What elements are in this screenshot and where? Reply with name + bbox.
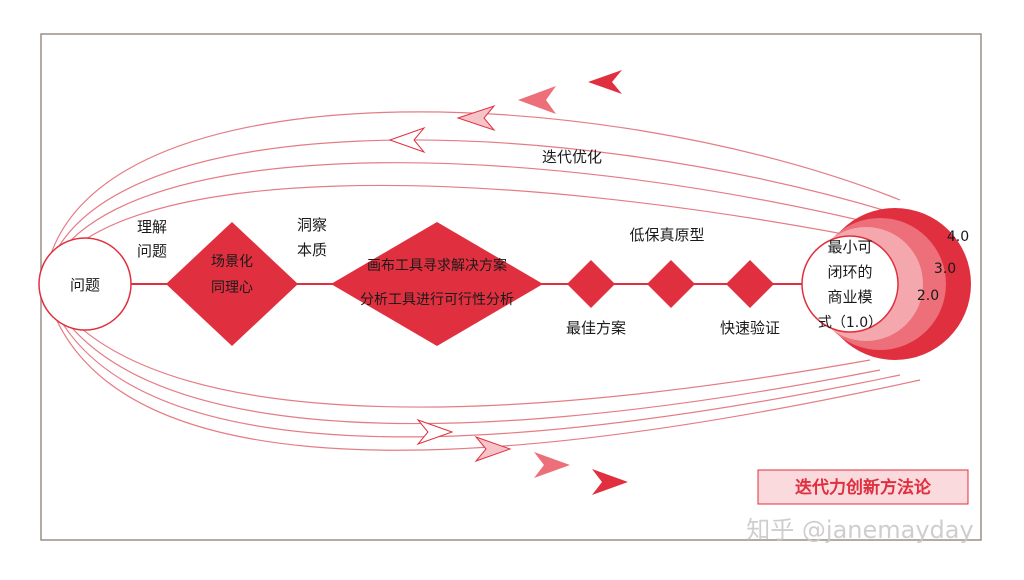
lower-arc-4 [43,283,921,451]
canvas-diamond-line2: 分析工具进行可行性分析 [360,292,514,308]
quick-label: 快速验证 [720,319,780,337]
iterate-label: 迭代优化 [542,148,602,166]
understand-label-line2: 问题 [137,242,167,260]
canvas-diamond [331,222,543,346]
mvp-line2: 闭环的 [827,263,872,281]
insight-label-line1: 洞察 [297,216,327,234]
upper-arrow-3 [518,86,556,114]
middle-diamond [647,260,695,308]
method-title-box [757,469,969,505]
lower-arrow-4 [592,469,628,495]
version-2-label: 2.0 [917,288,939,304]
scene-diamond-line1: 场景化 [211,254,253,270]
insight-label-line2: 本质 [297,241,327,259]
lowfi-label: 低保真原型 [629,226,704,244]
lower-arrow-1 [416,418,454,446]
watermark: 知乎 @janemayday [746,516,973,544]
mvp-circles [801,208,971,360]
upper-loop-arcs [43,111,901,285]
lower-arc-2 [43,283,881,425]
mvp-line1: 最小可 [827,238,872,256]
best-diamond [567,260,615,308]
upper-arc-3 [43,139,901,285]
upper-arrowheads [388,70,622,154]
upper-arc-4 [43,111,901,285]
version-4-label: 4.0 [947,229,969,245]
canvas-diamond-line1: 画布工具寻求解决方案 [367,257,507,274]
lower-arrow-3 [534,452,570,478]
lower-arc-3 [43,283,901,438]
mvp-circle-1 [801,235,899,333]
problem-label: 问题 [70,276,100,294]
scene-diamond [166,222,298,346]
lower-arc-1 [43,283,871,408]
upper-arc-2 [43,162,901,285]
upper-arrow-4 [588,70,622,94]
lower-loop-arcs [43,283,921,451]
understand-label-line1: 理解 [137,218,167,236]
upper-arrow-1 [388,126,426,154]
best-label: 最佳方案 [566,319,626,337]
lower-arrow-2 [474,435,512,463]
quick-diamond [726,260,774,308]
mvp-line3: 商业模 [827,288,872,306]
problem-circle [38,237,132,331]
method-title: 迭代力创新方法论 [795,477,932,498]
lower-arrowheads [416,418,628,495]
mvp-line4: 式（1.0） [818,315,882,331]
version-3-label: 3.0 [934,261,956,277]
scene-diamond-line2: 同理心 [211,280,253,296]
upper-arrow-2 [456,104,496,132]
